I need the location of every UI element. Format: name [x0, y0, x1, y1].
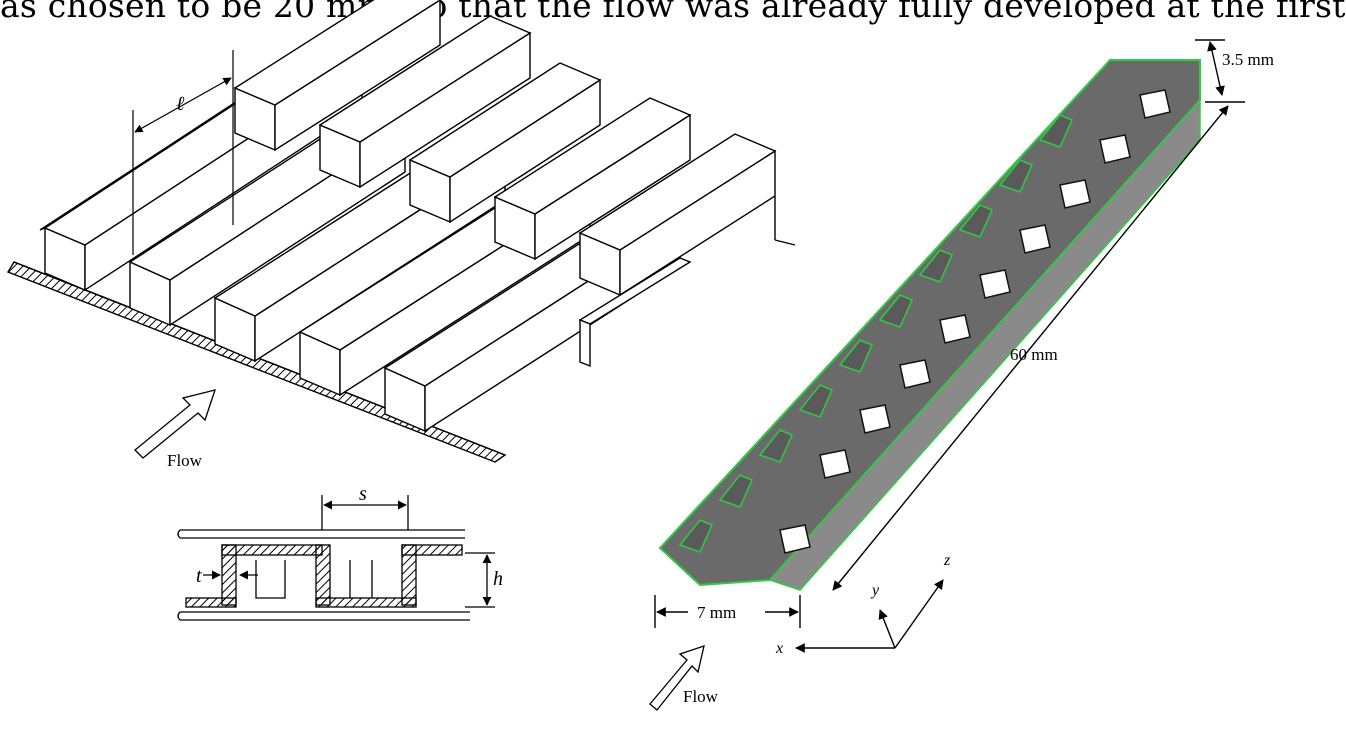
right-dimensions — [654, 39, 1245, 628]
left-flow-label: Flow — [167, 451, 203, 470]
axis-y-label: y — [870, 582, 880, 599]
height-h-label: h — [493, 568, 503, 590]
height-3-5mm-label: 3.5 mm — [1222, 50, 1274, 69]
left-flow-arrow — [134, 389, 216, 459]
coordinate-axes — [795, 579, 944, 653]
right-flow-label: Flow — [683, 687, 719, 706]
width-7mm-label: 7 mm — [697, 603, 736, 622]
right-flow-arrow — [649, 645, 705, 711]
length-60mm-label: 60 mm — [1010, 345, 1058, 364]
length-label: ℓ — [176, 93, 185, 115]
fin-rows — [39, 0, 796, 433]
offset-strip-fin-drawing — [6, 0, 796, 463]
axis-z-label: z — [943, 552, 951, 569]
spacing-s-label: s — [359, 483, 367, 505]
axis-x-label: x — [775, 640, 783, 657]
fin-cross-section — [177, 495, 495, 621]
thickness-t-label: t — [196, 565, 202, 587]
caption-text: as chosen to be 20 mm, so that the flow … — [0, 0, 1346, 25]
figure-canvas: ℓ Flow s t h — [6, 0, 1274, 711]
